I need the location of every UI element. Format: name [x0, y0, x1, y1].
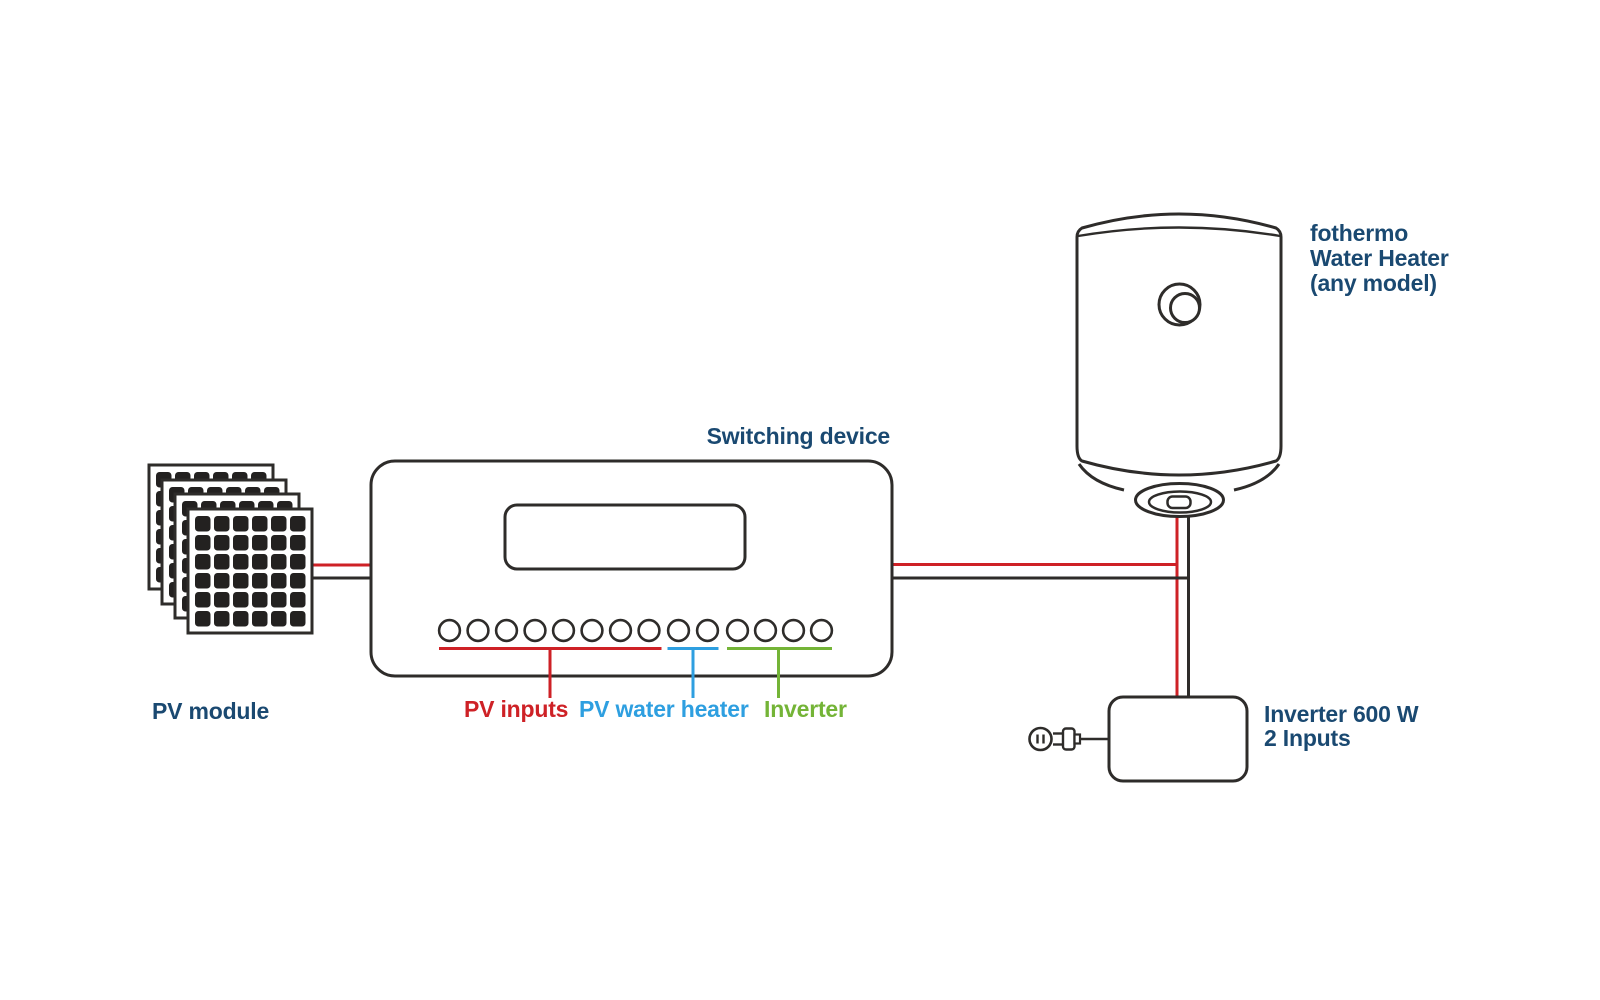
device-port	[753, 618, 778, 643]
device-ports	[437, 618, 834, 643]
pv-module-illustration	[147, 463, 314, 635]
water-heater-label-line2: Water Heater	[1310, 245, 1449, 271]
device-port	[608, 618, 633, 643]
inverter-label-line1: Inverter 600 W	[1264, 701, 1419, 727]
device-port	[695, 618, 720, 643]
inverter-label: Inverter 600 W 2 Inputs	[1264, 701, 1419, 751]
pv-panel	[186, 507, 314, 635]
water-heater-label-line1: fothermo	[1310, 220, 1409, 246]
pv-inputs-label: PV inputs	[464, 696, 569, 722]
socket-circle	[1028, 726, 1053, 752]
water-heater-label-line3: (any model)	[1310, 270, 1437, 296]
pv-module-label: PV module	[152, 698, 270, 724]
port-group-markers	[439, 647, 832, 698]
water-heater-illustration	[1075, 212, 1283, 518]
device-port	[523, 618, 547, 643]
heater-body	[1075, 212, 1283, 477]
device-port	[666, 618, 691, 643]
device-port	[809, 618, 834, 643]
switching-device-label: Switching device	[706, 423, 891, 449]
pv-water-heater-label: PV water heater	[579, 696, 749, 722]
device-port	[781, 618, 806, 643]
device-port	[637, 618, 661, 643]
inverter-label-line2: 2 Inputs	[1264, 725, 1351, 751]
inverter-ports-label: Inverter	[764, 696, 847, 722]
water-heater-label: fothermo Water Heater (any model)	[1310, 221, 1449, 296]
device-port	[551, 618, 576, 643]
power-plug-icon	[1028, 726, 1082, 752]
heater-lid-seam	[1077, 226, 1281, 238]
switching-device-illustration	[369, 459, 894, 698]
device-port	[725, 618, 750, 643]
output-wires	[890, 514, 1190, 697]
inverter-illustration	[1028, 695, 1249, 783]
device-port	[437, 618, 462, 643]
heater-dial-inner	[1169, 292, 1201, 324]
device-port	[466, 618, 490, 643]
heater-pod-connector	[1166, 495, 1192, 510]
device-port	[580, 618, 604, 643]
heater-skirt-left	[1077, 463, 1125, 492]
device-port	[494, 618, 519, 643]
device-display	[503, 503, 747, 571]
heater-skirt-right	[1233, 463, 1281, 492]
inverter-box	[1107, 695, 1249, 783]
